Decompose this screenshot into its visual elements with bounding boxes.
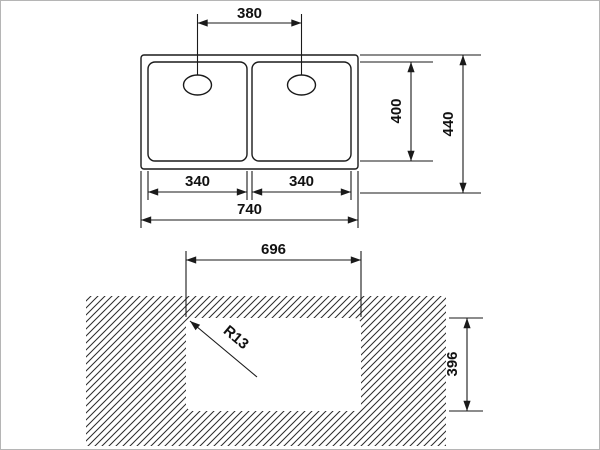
- sink-top-view: [140, 54, 359, 170]
- dim-bowl-depth: 400: [360, 61, 433, 162]
- cutout-hole: [186, 318, 361, 411]
- right-drain-hole: [286, 74, 317, 96]
- dim-overall-depth: 440: [360, 54, 481, 194]
- dim-label-cutout-depth: 396: [444, 351, 461, 376]
- cutout-view: [86, 296, 446, 446]
- dim-label-cutout-width: 696: [261, 241, 286, 258]
- dim-label-bowl-depth: 400: [388, 98, 405, 123]
- right-bowl-outline: [251, 61, 352, 162]
- dim-overall-width: 740: [140, 171, 359, 228]
- left-bowl-outline: [147, 61, 248, 162]
- dim-cutout-depth: 396: [444, 317, 483, 412]
- dim-label-left-bowl-width: 340: [185, 173, 210, 190]
- left-drain-hole: [182, 74, 213, 96]
- dim-drain-spacing: 380: [196, 5, 303, 75]
- dim-label-overall-depth: 440: [440, 111, 457, 136]
- dim-left-bowl-width: 340: [147, 171, 248, 200]
- dim-label-drain-spacing: 380: [237, 5, 262, 22]
- dim-label-overall-width: 740: [237, 201, 262, 218]
- dim-label-right-bowl-width: 340: [289, 173, 314, 190]
- sink-outer-outline: [140, 54, 359, 170]
- dim-cutout-width: 696: [185, 241, 362, 317]
- radius-leader-line: [189, 320, 258, 378]
- dim-right-bowl-width: 340: [251, 171, 352, 200]
